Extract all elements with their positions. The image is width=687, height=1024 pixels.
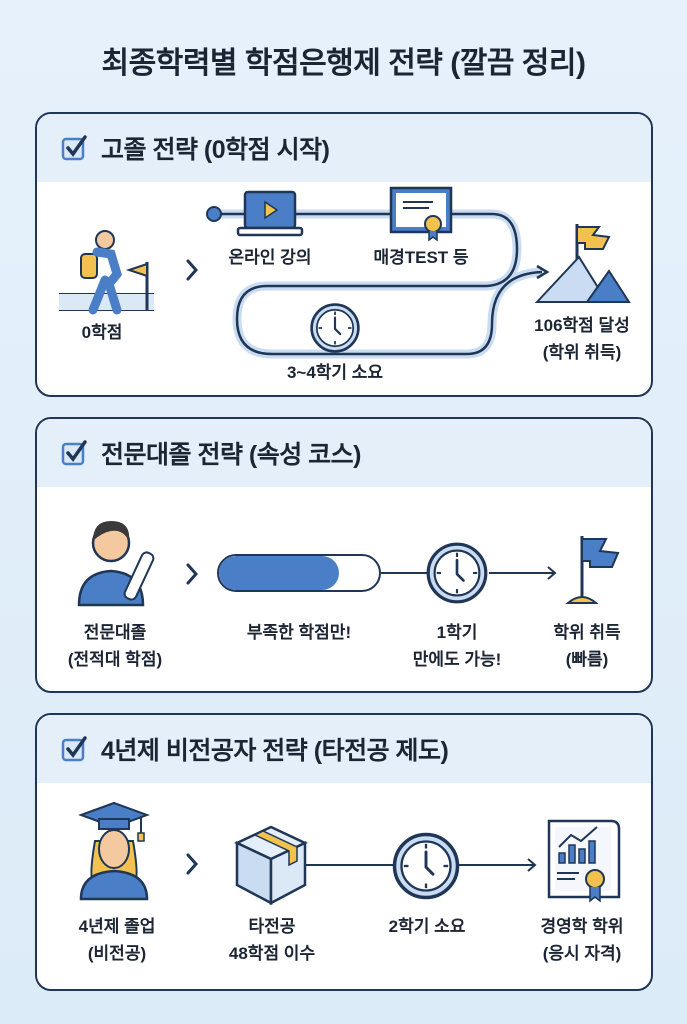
page-title: 최종학력별 학점은행제 전략 (깔끔 정리): [101, 47, 586, 80]
step-duration: 2학기 소요: [388, 917, 466, 936]
hiker-icon: [59, 230, 154, 315]
step-duration-line1: 1학기: [436, 623, 478, 642]
path-line: [206, 206, 550, 359]
arrow-line: [305, 858, 537, 872]
progress-fill: [219, 556, 339, 590]
certificate-icon: [389, 186, 453, 242]
step-test: 매경TEST 등: [373, 248, 469, 267]
box-icon: [234, 825, 308, 906]
step-goal-line2: (빠름): [565, 650, 609, 669]
section-university: 4년제 비전공자 전략 (타전공 제도) 4년제 졸업 (비전공) 타전공 48…: [35, 713, 653, 991]
section-header: 고졸 전략 (0학점 시작): [37, 114, 651, 182]
section-header: 전문대졸 전략 (속성 코스): [37, 419, 651, 487]
step-credits-line2: 48학점 이수: [228, 944, 316, 963]
section-heading: 4년제 비전공자 전략 (타전공 제도): [101, 737, 449, 765]
arrow-line: [381, 566, 557, 580]
graduate-diploma-icon: [77, 521, 155, 607]
step-partial: 부족한 학점만!: [246, 623, 352, 642]
step-start: 0학점: [81, 323, 123, 342]
business-certificate-icon: [547, 819, 621, 903]
step-goal-line1: 학위 취득: [553, 623, 621, 642]
mountain-flag-icon: [534, 224, 631, 303]
step-start-line2: (비전공): [87, 944, 147, 963]
clock-icon: [309, 302, 361, 354]
laptop-video-icon: [236, 190, 304, 237]
graduate-cap-icon: [78, 801, 150, 901]
step-duration: 3~4학기 소요: [286, 363, 384, 382]
step-duration-line2: 만에도 가능!: [412, 650, 502, 669]
section-junior-college: 전문대졸 전략 (속성 코스) 전문대졸 (전적대 학점) 부족한 학점만! 1…: [35, 417, 653, 693]
clock-icon: [425, 541, 489, 605]
section-heading: 전문대졸 전략 (속성 코스): [101, 441, 362, 469]
step-start-line1: 전문대졸: [83, 623, 147, 642]
step-start-line1: 4년제 졸업: [78, 917, 156, 936]
section-heading: 고졸 전략 (0학점 시작): [101, 136, 330, 164]
step-goal-line2: (학위 취득): [542, 343, 622, 362]
step-goal-line2: (응시 자격): [542, 944, 622, 963]
step-goal-line1: 106학점 달성: [534, 316, 630, 335]
step-credits-line1: 타전공: [248, 917, 296, 936]
clock-icon: [391, 831, 461, 901]
section-header: 4년제 비전공자 전략 (타전공 제도): [37, 715, 651, 783]
step-goal-line1: 경영학 학위: [540, 917, 624, 936]
section-high-school: 고졸 전략 (0학점 시작) 0학점 온라인 강의 매경TEST 등 3~4학기…: [35, 112, 653, 397]
credit-progress-bar: [217, 554, 381, 592]
step-online: 온라인 강의: [228, 248, 312, 267]
step-start-line2: (전적대 학점): [67, 650, 163, 669]
flag-icon: [565, 536, 620, 604]
